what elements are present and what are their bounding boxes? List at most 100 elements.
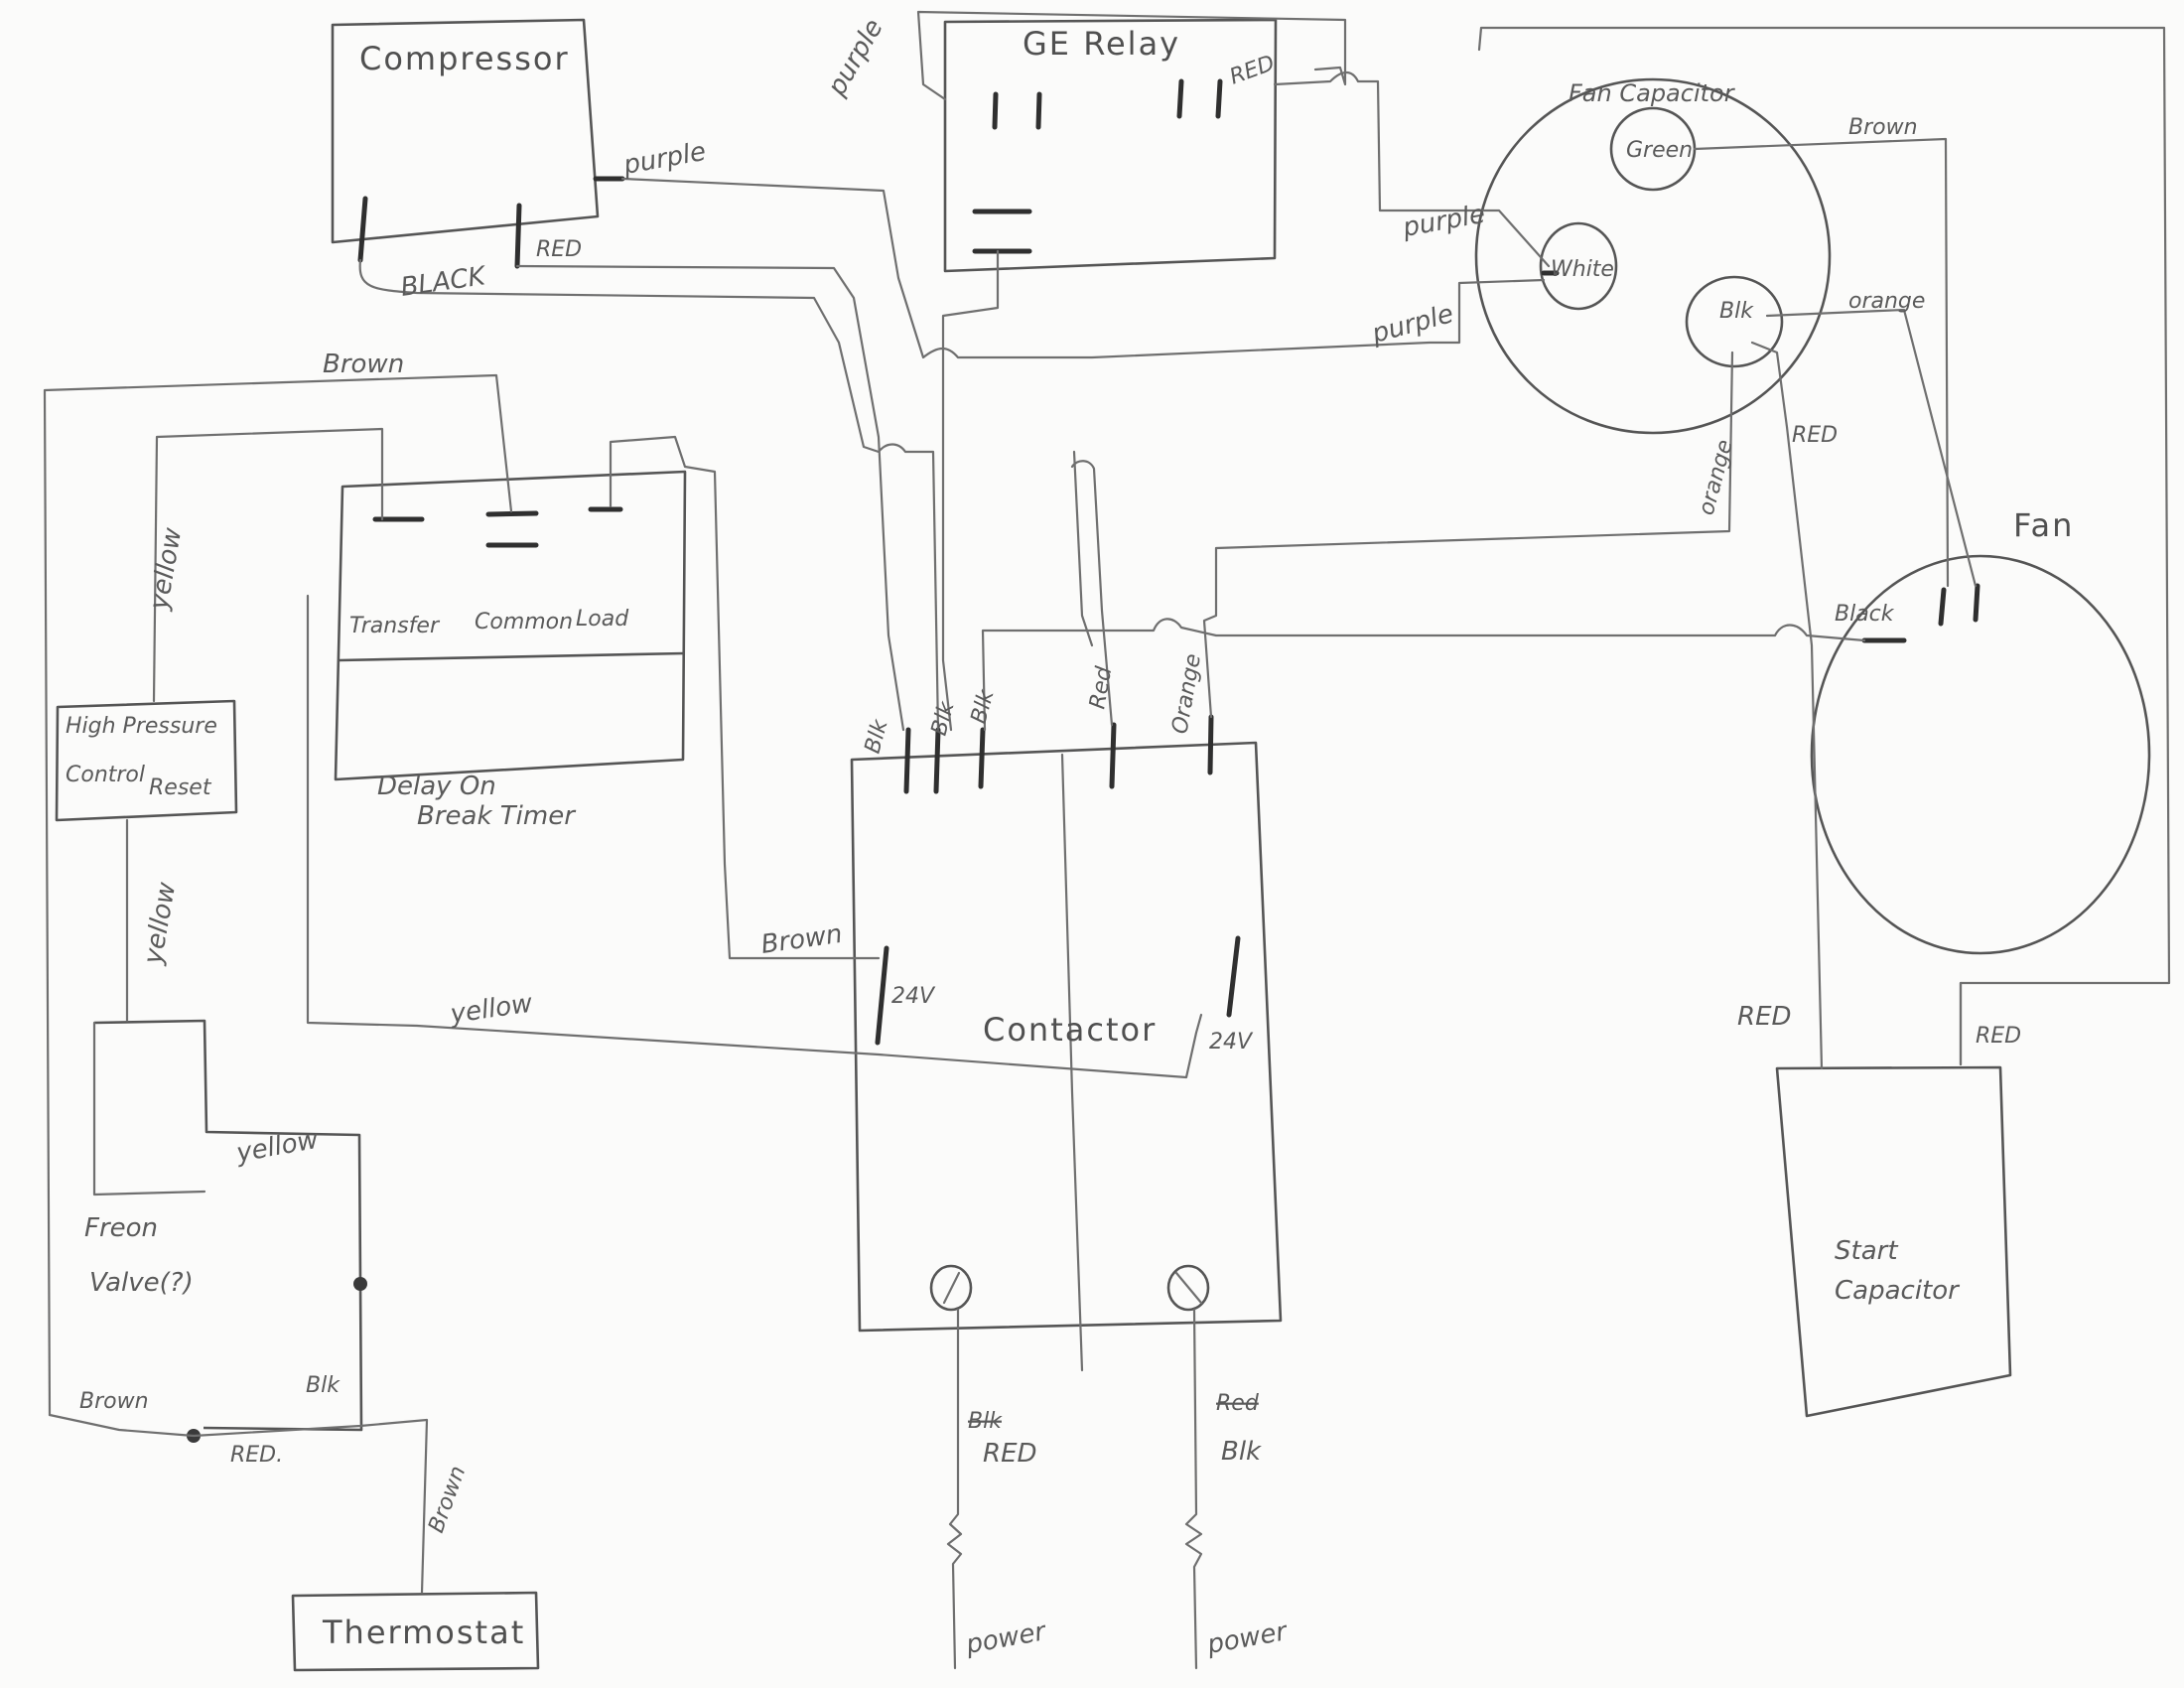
wire-power-right	[1184, 1308, 1203, 1670]
label-contactor-24v-left: 24V	[891, 984, 936, 1009]
wire-power-left	[946, 1308, 963, 1670]
label-freon-2: Valve(?)	[89, 1268, 194, 1298]
wire-label-yellow-timer: yellow	[448, 989, 535, 1031]
wire-label-purple-cap-1: purple	[1400, 200, 1487, 243]
wire-contactor-to-relay	[1072, 450, 1094, 647]
wire-label-brown-thermostat: Brown	[424, 1463, 471, 1536]
wire-label-yellow-freon: yellow	[233, 1125, 322, 1169]
fan-capacitor-circle	[1474, 77, 1832, 435]
contactor-terminal-blk-2	[933, 727, 941, 794]
wire-label-black-compressor: BLACK	[399, 261, 489, 303]
wire-contactor-center-line	[1060, 753, 1084, 1372]
wire-label-blk-contactor-1: Blk	[861, 716, 893, 756]
wire-freon-to-thermostat	[48, 1413, 429, 1595]
label-start-cap-1: Start	[1835, 1236, 1898, 1266]
label-delay-timer-2: Break Timer	[417, 801, 577, 831]
wire-label-brown-top: Brown	[323, 350, 404, 379]
wire-label-orange-contactor: Orange	[1167, 652, 1206, 736]
fan-circle	[1810, 554, 2151, 955]
thermostat-box	[291, 1591, 540, 1672]
label-ge-relay: GE Relay	[1023, 25, 1180, 63]
wire-relay-red-to-fancap	[1273, 70, 1551, 268]
contactor-coil-right	[1226, 935, 1241, 1018]
wire-compressor-red	[515, 264, 905, 732]
wire-compressor-black	[358, 258, 940, 732]
wire-label-purple-relay: purple	[822, 14, 889, 101]
contactor-line-terminal-right-mark	[1174, 1271, 1203, 1305]
wire-label-brown-cap: Brown	[1848, 115, 1918, 140]
contactor-terminal-blk-1	[903, 727, 911, 794]
wire-label-power-right: power	[1204, 1617, 1292, 1660]
label-freon-1: Freon	[84, 1213, 158, 1243]
wire-label-power-left: power	[963, 1617, 1050, 1660]
high-pressure-control-box	[55, 699, 238, 822]
label-fan-capacitor: Fan Capacitor	[1569, 79, 1736, 107]
contactor-terminal-red	[1109, 722, 1117, 789]
wire-label-blk-contactor-2: Blk	[927, 698, 960, 738]
wire-label-power-left-struck: Blk	[968, 1409, 1003, 1434]
label-start-cap-2: Capacitor	[1835, 1276, 1961, 1306]
wire-relay-purple-loop	[916, 10, 1347, 101]
compressor-terminal-red	[514, 203, 522, 269]
wire-brown-timer-top	[43, 373, 513, 1417]
compressor-box	[331, 18, 600, 244]
wire-label-brown-contactor: Brown	[759, 919, 845, 960]
wire-label-brown-freon: Brown	[79, 1389, 149, 1414]
label-thermostat: Thermostat	[322, 1614, 525, 1651]
label-fan: Fan	[2013, 506, 2074, 544]
label-high-pressure-2: Control	[66, 763, 145, 787]
wire-fan-top-loop	[1477, 26, 2171, 1066]
wire-load-brown	[609, 435, 881, 960]
label-timer-transfer: Transfer	[349, 614, 441, 638]
wire-cap-blk-orange-down	[1202, 351, 1734, 719]
wire-label-blk-freon: Blk	[306, 1373, 341, 1398]
contactor-terminal-orange	[1207, 714, 1214, 775]
wire-compressor-purple-to-relay	[620, 177, 1546, 359]
wire-yellow-left	[152, 427, 384, 703]
delay-timer-box	[334, 470, 687, 781]
wire-timer-yellow	[306, 594, 1203, 1079]
contactor-line-terminal-left	[929, 1264, 973, 1312]
wire-label-purple-compressor: purple	[620, 137, 708, 181]
compressor-terminal-black	[357, 196, 368, 263]
wire-cap-green-brown	[1693, 137, 1950, 588]
fan-terminal-2	[1973, 583, 1980, 623]
label-timer-common: Common	[475, 610, 573, 634]
fan-capacitor-white-terminal	[1539, 221, 1618, 311]
freon-valve-box	[93, 1019, 363, 1432]
label-contactor-24v-right: 24V	[1209, 1030, 1254, 1055]
wire-cap-blk-orange	[1765, 308, 1978, 588]
label-compressor: Compressor	[359, 40, 570, 77]
relay-terminal-2	[1035, 91, 1042, 130]
wire-label-yellow-top: yellow	[144, 525, 188, 614]
wire-relay-down	[941, 249, 1000, 732]
wire-label-red-freon: RED.	[230, 1443, 283, 1468]
wire-label-orange-cap: orange	[1848, 289, 1925, 314]
label-high-pressure-3: Reset	[149, 775, 212, 800]
label-cap-white: White	[1551, 257, 1614, 282]
wire-label-red-compressor: RED	[536, 237, 582, 262]
contactor-line-terminal-right	[1166, 1264, 1210, 1312]
wire-label-red-start-right: RED	[1976, 1024, 2021, 1049]
start-capacitor-box	[1775, 1065, 2012, 1418]
wire-label-yellow-mid: yellow	[138, 880, 182, 968]
delay-timer-divider	[339, 651, 686, 662]
wire-label-power-right-struck: Red	[1216, 1391, 1260, 1416]
wire-label-red-cap-down: RED	[1792, 423, 1838, 448]
wire-label-red-contactor: Red	[1085, 664, 1117, 711]
label-cap-green: Green	[1626, 138, 1693, 163]
contactor-terminal-blk-3	[978, 727, 986, 789]
label-high-pressure-1: High Pressure	[66, 714, 217, 739]
relay-terminal-1	[992, 91, 999, 130]
fan-terminal-1	[1938, 587, 1947, 627]
wire-fan-black	[981, 618, 1866, 732]
wire-label-power-left-color: RED	[983, 1439, 1037, 1469]
label-timer-load: Load	[576, 607, 629, 632]
wire-label-orange-cap-down: orange	[1695, 437, 1738, 517]
wire-cap-blk-red	[1750, 341, 1824, 1070]
wire-label-power-right-color: Blk	[1221, 1437, 1262, 1467]
wire-label-blk-contactor-3: Blk	[967, 686, 1000, 726]
fan-capacitor-blk-terminal	[1685, 275, 1784, 368]
